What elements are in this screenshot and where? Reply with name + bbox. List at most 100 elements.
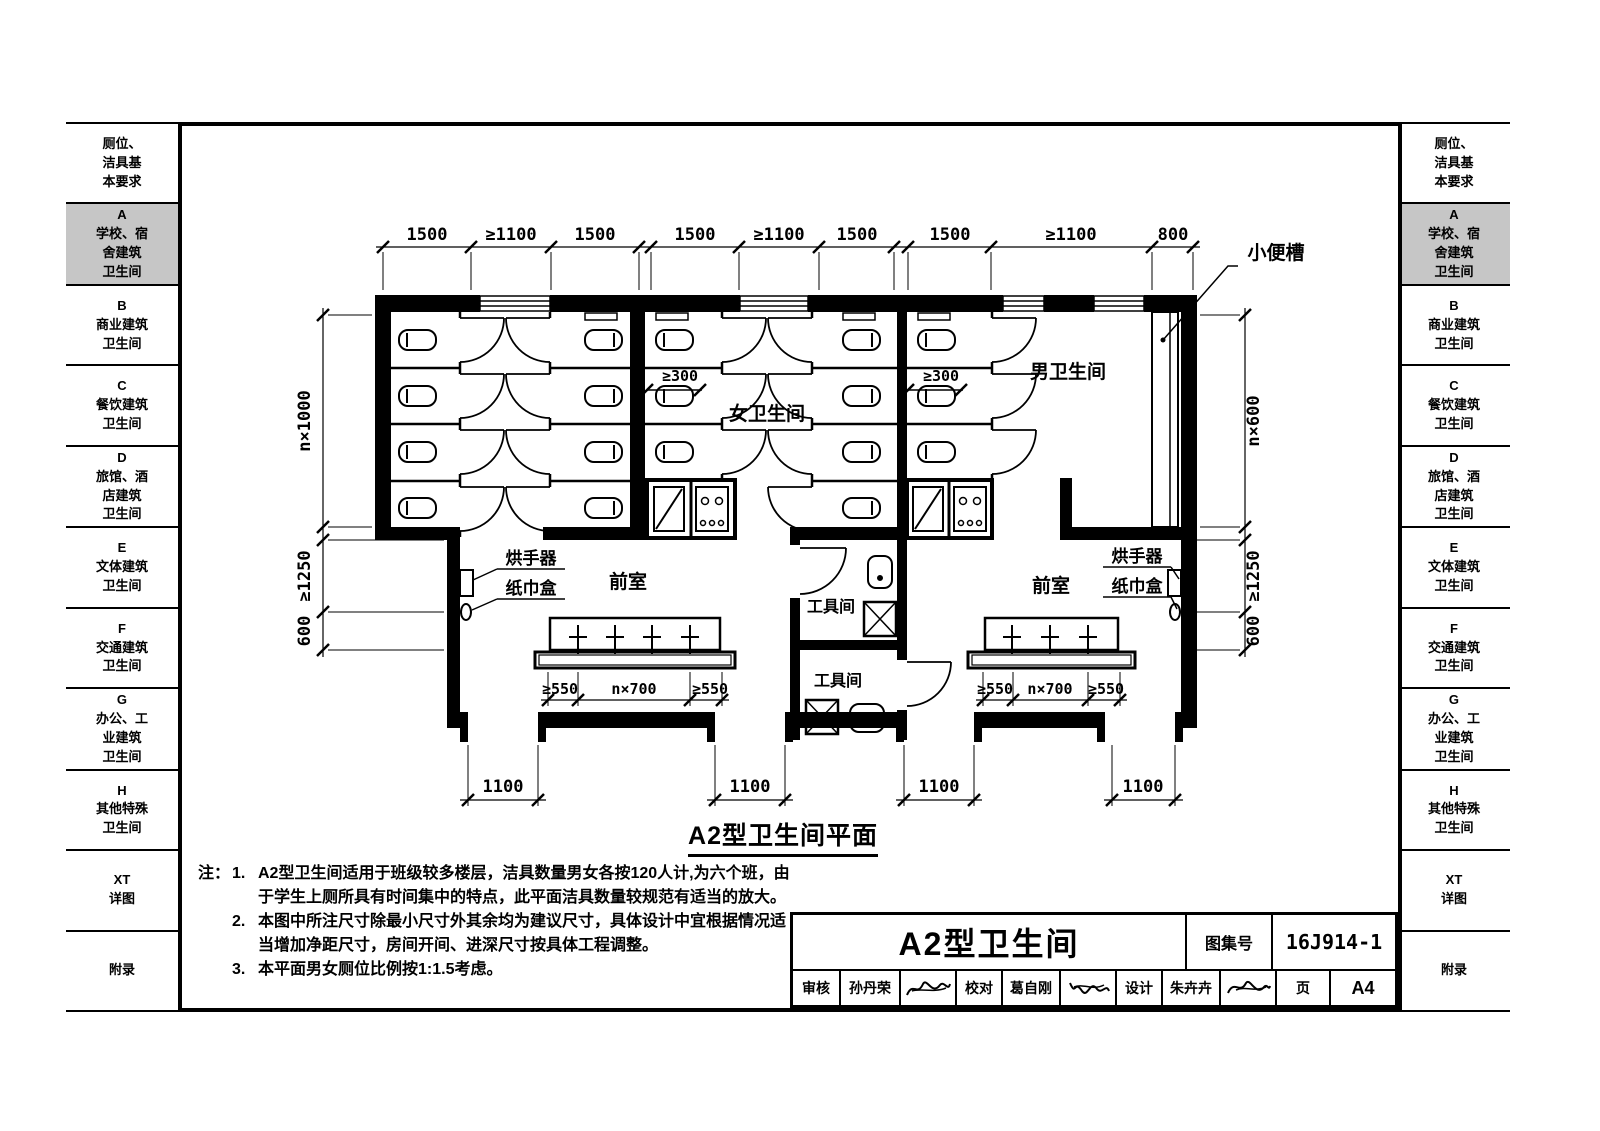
note-text: 本图中所注尺寸除最小尺寸外其余均为建议尺寸，具体设计中宜根据情况适当增加净距尺寸… xyxy=(258,913,787,954)
hand-dryer-label-women: 烘手器 xyxy=(506,548,558,568)
dim-basin-w3: ≥550 xyxy=(692,680,728,698)
dim-right-1: n×600 xyxy=(1244,395,1264,446)
hand-dryer-label-men: 烘手器 xyxy=(1112,546,1164,566)
tab-g-office-industrial[interactable]: G 办公、工 业建筑 卫生间 xyxy=(1398,689,1510,771)
dim-chain-left xyxy=(315,307,444,658)
notes-prefix: 注： xyxy=(198,865,231,882)
titleblock-title: A2型卫生间 xyxy=(793,915,1187,969)
dim-basin-w1: ≥550 xyxy=(542,680,578,698)
note-number: 1. xyxy=(232,865,246,882)
tab-e-culture-sports[interactable]: E 文体建筑 卫生间 xyxy=(1398,528,1510,609)
signature-scribble xyxy=(1227,980,1271,994)
signature-scribble xyxy=(1069,982,1110,994)
tab-c-catering[interactable]: C 餐饮建筑 卫生间 xyxy=(1398,366,1510,447)
tab-a-school[interactable]: A 学校、宿 舍建筑 卫生间 xyxy=(1398,204,1510,286)
dim-bottom-3: 1100 xyxy=(919,777,960,797)
dim-top-8: ≥1100 xyxy=(1045,225,1096,245)
dim-right-2: ≥1250 xyxy=(1244,550,1264,601)
dim-stall-offset-women: ≥300 xyxy=(662,367,698,385)
dim-basin-m2: n×700 xyxy=(1027,680,1072,698)
room-label-tool-room-lower: 工具间 xyxy=(814,671,862,690)
tab-appendix[interactable]: 附录 xyxy=(1398,932,1510,1012)
dim-bottom-2: 1100 xyxy=(730,777,771,797)
floor-plan: 小便槽 烘手器 纸巾盒 烘手器 纸巾盒 女卫生间 男卫生间 前室 xyxy=(295,225,1305,808)
page-number: A4 xyxy=(1351,977,1375,998)
room-label-men: 男卫生间 xyxy=(1030,360,1106,383)
dim-left-3: 600 xyxy=(295,616,315,647)
tab-c-catering[interactable]: C 餐饮建筑 卫生间 xyxy=(66,366,178,447)
room-label-tool-room-upper: 工具间 xyxy=(807,597,855,616)
tab-d-hotel[interactable]: D 旅馆、酒 店建筑 卫生间 xyxy=(66,447,178,529)
dim-chain-right xyxy=(1186,307,1253,658)
tissue-box-label-women: 纸巾盒 xyxy=(506,578,558,598)
tab-d-hotel[interactable]: D 旅馆、酒 店建筑 卫生间 xyxy=(1398,447,1510,529)
dim-top-9: 800 xyxy=(1158,225,1189,245)
dim-stall-offset-men: ≥300 xyxy=(923,367,959,385)
plan-title: A2型卫生间平面 xyxy=(600,816,966,857)
note-number: 2. xyxy=(232,913,246,930)
dim-top-3: 1500 xyxy=(575,225,616,245)
tab-a-school[interactable]: A 学校、宿 舍建筑 卫生间 xyxy=(66,204,178,286)
sidebar-right: 厕位、 洁具基 本要求 A 学校、宿 舍建筑 卫生间 B 商业建筑 卫生间 C … xyxy=(1398,122,1510,1012)
sheet-frame xyxy=(178,122,1402,1012)
checker-label: 校对 xyxy=(957,971,1003,1005)
tab-basic-requirements[interactable]: 厕位、 洁具基 本要求 xyxy=(66,122,178,205)
signature-scribble xyxy=(906,981,951,996)
urinal-trough-label: 小便槽 xyxy=(1247,241,1304,264)
designer-label: 设计 xyxy=(1117,971,1163,1005)
tab-xt-details[interactable]: XT 详图 xyxy=(66,851,178,932)
tissue-box-label-men: 纸巾盒 xyxy=(1112,576,1164,596)
room-label-women: 女卫生间 xyxy=(729,402,805,425)
designer-signature xyxy=(1221,971,1277,1005)
tab-e-culture-sports[interactable]: E 文体建筑 卫生间 xyxy=(66,528,178,609)
window-strips xyxy=(479,295,1145,312)
tab-g-office-industrial[interactable]: G 办公、工 业建筑 卫生间 xyxy=(66,689,178,771)
tab-appendix[interactable]: 附录 xyxy=(66,932,178,1012)
tool-rooms xyxy=(799,547,952,736)
page-label: 页 xyxy=(1277,971,1331,1005)
note-number: 3. xyxy=(232,961,246,978)
designer-name: 朱卉卉 xyxy=(1163,971,1221,1005)
walls xyxy=(375,295,1197,742)
dim-right-3: 600 xyxy=(1244,616,1264,647)
dim-chain-basin-women xyxy=(540,672,730,708)
atlas-number-value: 16J914-1 xyxy=(1285,930,1383,954)
notes: 注： 1. A2型卫生间适用于班级较多楼层，洁具数量男女各按120人计,为六个班… xyxy=(198,862,794,982)
tab-h-other-special[interactable]: H 其他特殊 卫生间 xyxy=(1398,771,1510,852)
dim-top-5: ≥1100 xyxy=(753,225,804,245)
tab-basic-requirements[interactable]: 厕位、 洁具基 本要求 xyxy=(1398,122,1510,205)
room-label-anteroom-men: 前室 xyxy=(1032,574,1070,597)
dim-left-1: n×1000 xyxy=(295,390,315,451)
wash-counters xyxy=(533,616,1137,670)
reviewer-signature xyxy=(901,971,957,1005)
tab-b-commercial[interactable]: B 商业建筑 卫生间 xyxy=(66,286,178,367)
tab-f-transport[interactable]: F 交通建筑 卫生间 xyxy=(1398,609,1510,690)
cleaning-sink-units xyxy=(645,478,994,540)
tab-xt-details[interactable]: XT 详图 xyxy=(1398,851,1510,932)
checker-name: 葛自刚 xyxy=(1003,971,1061,1005)
dim-bottom-4: 1100 xyxy=(1123,777,1164,797)
urinal-trough xyxy=(1151,265,1238,528)
dim-chain-basin-men xyxy=(975,672,1128,708)
stall-offset-dims xyxy=(639,382,969,398)
stall-partitions xyxy=(391,312,994,537)
dim-chain-bottom xyxy=(460,745,1183,808)
title-block: A2型卫生间 图集号 16J914-1 审核 孙丹荣 校对 葛自刚 设计 xyxy=(790,912,1398,1008)
tab-h-other-special[interactable]: H 其他特殊 卫生间 xyxy=(66,771,178,852)
dim-left-2: ≥1250 xyxy=(295,550,315,601)
dim-top-1: 1500 xyxy=(407,225,448,245)
note-text: A2型卫生间适用于班级较多楼层，洁具数量男女各按120人计,为六个班，由于学生上… xyxy=(258,865,790,906)
reviewer-name: 孙丹荣 xyxy=(841,971,901,1005)
atlas-number-label: 图集号 xyxy=(1187,915,1273,969)
dim-top-7: 1500 xyxy=(930,225,971,245)
dim-top-4: 1500 xyxy=(675,225,716,245)
stall-doors xyxy=(459,317,1037,532)
tab-b-commercial[interactable]: B 商业建筑 卫生间 xyxy=(1398,286,1510,367)
tab-f-transport[interactable]: F 交通建筑 卫生间 xyxy=(66,609,178,690)
room-label-anteroom-women: 前室 xyxy=(609,570,647,593)
dim-basin-w2: n×700 xyxy=(611,680,656,698)
checker-signature xyxy=(1061,971,1117,1005)
note-text: 本平面男女厕位比例按1:1.5考虑。 xyxy=(258,961,503,978)
hand-dryer-fixtures xyxy=(459,566,1182,621)
